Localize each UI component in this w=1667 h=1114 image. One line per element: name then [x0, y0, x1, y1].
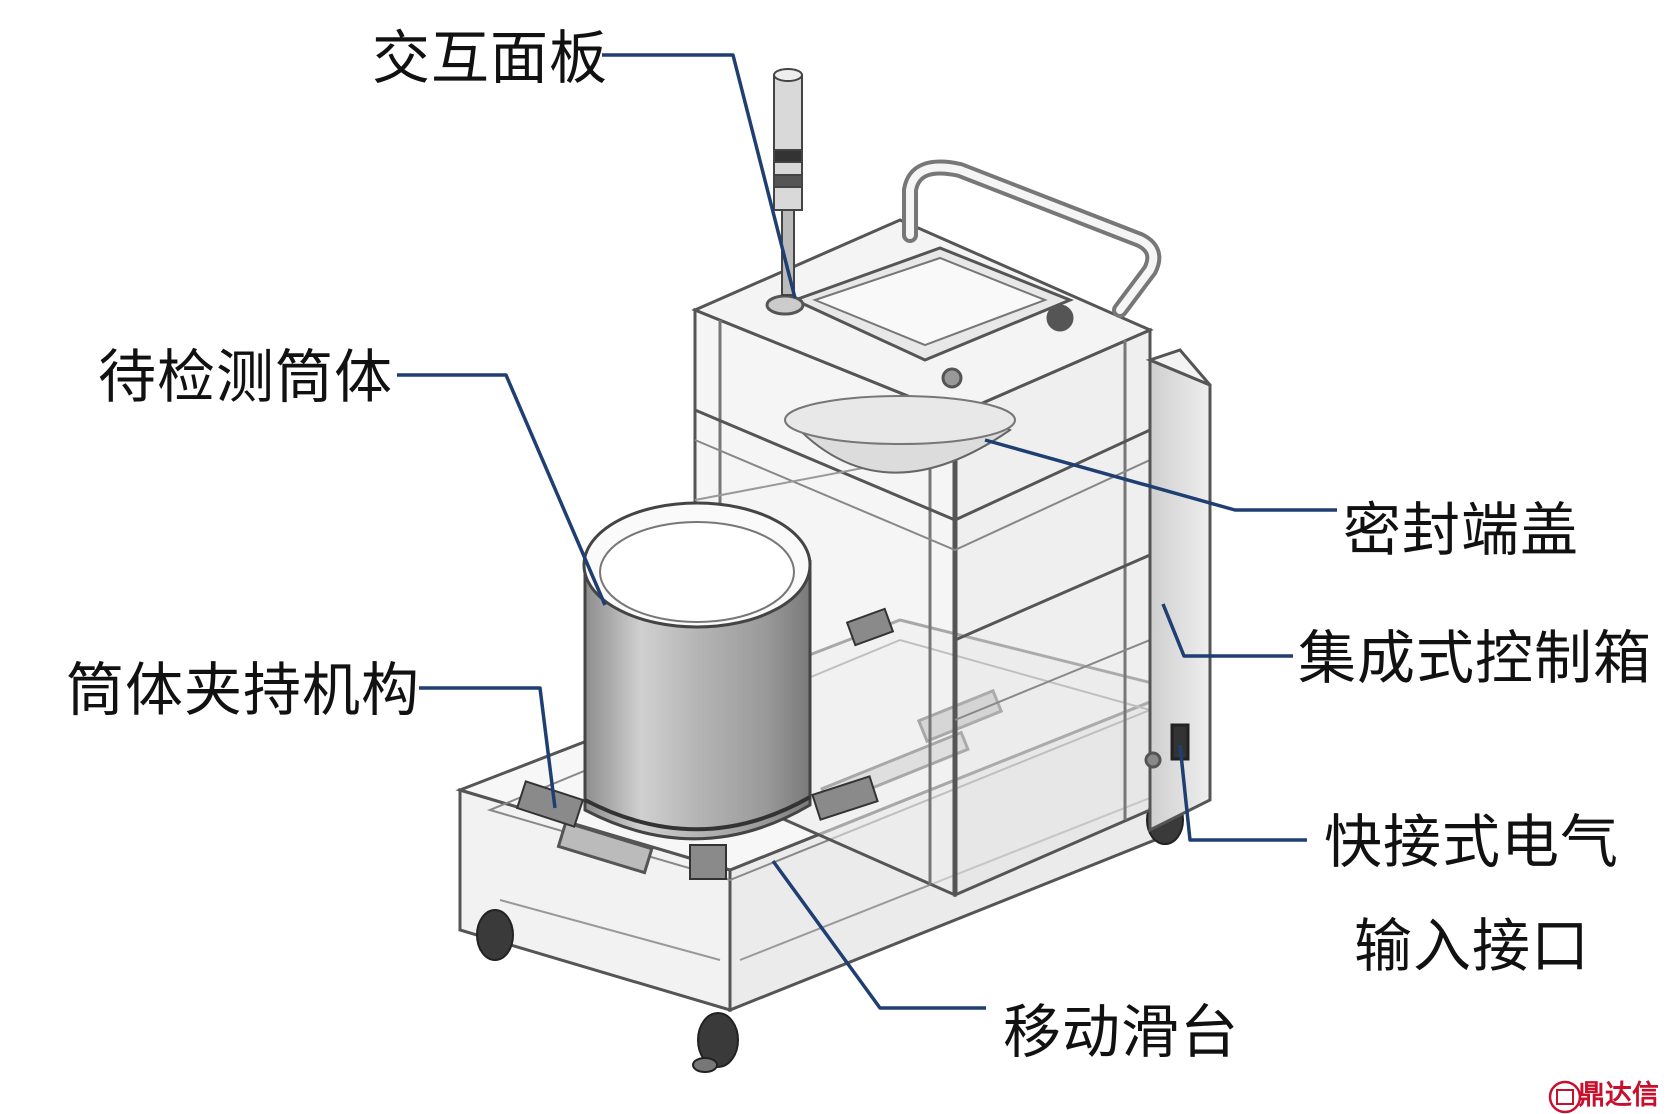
label-moving-slide: 移动滑台	[1003, 998, 1240, 1066]
clamp-blocks	[515, 607, 895, 880]
leader-control-box	[1161, 603, 1293, 658]
label-interaction-panel: 交互面板	[372, 24, 609, 92]
label-cylinder-clamping-mechanism: 筒体夹持机构	[66, 656, 421, 724]
label-quick-connect-line1: 快接式电气	[1324, 808, 1620, 876]
control-box	[1144, 348, 1212, 833]
watermark: 鼎达信	[1578, 1074, 1659, 1111]
label-cylinder-under-test: 待检测筒体	[98, 343, 394, 411]
leader-clamping-mechanism	[419, 686, 557, 809]
leader-cylinder-under-test	[397, 373, 607, 606]
label-quick-connect-line2: 输入接口	[1354, 912, 1591, 980]
test-cylinder	[582, 501, 812, 841]
leader-quick-connect	[1178, 744, 1307, 842]
signal-light-tower	[773, 68, 803, 296]
leader-interaction-panel	[602, 53, 797, 299]
top-panel	[765, 246, 1074, 389]
watermark-text: 鼎达信	[1578, 1079, 1659, 1111]
leader-lines	[397, 53, 1337, 1010]
leader-seal-end-cap	[984, 438, 1337, 512]
leader-moving-slide	[771, 859, 986, 1010]
seal-end-cap-rim	[784, 395, 1016, 445]
watermark-logo-icon	[1548, 1080, 1582, 1114]
label-seal-end-cap: 密封端盖	[1343, 496, 1580, 564]
label-integrated-control-box: 集成式控制箱	[1298, 624, 1653, 692]
